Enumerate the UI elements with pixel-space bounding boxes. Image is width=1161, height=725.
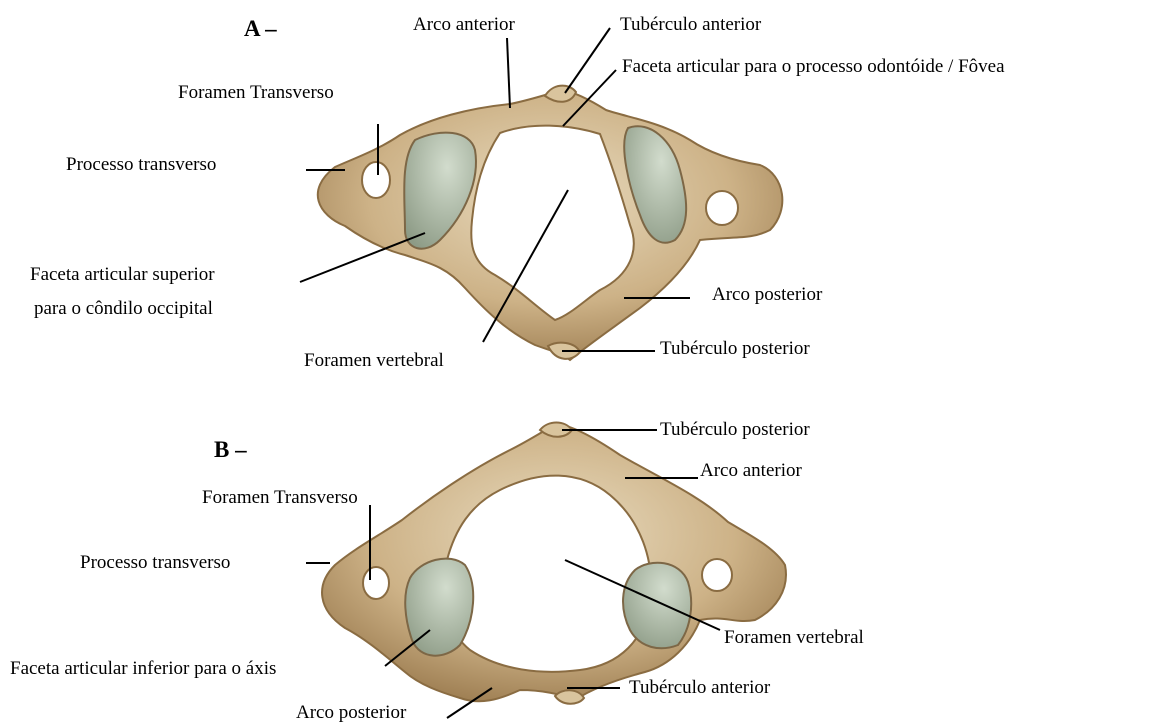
- anterior-tubercle-b: [555, 690, 584, 704]
- label-faceta-superior-1: Faceta articular superior: [30, 264, 215, 286]
- label-arco-posterior-b: Arco posterior: [296, 702, 406, 724]
- label-arco-posterior-a: Arco posterior: [712, 284, 822, 306]
- anterior-tubercle-a: [545, 86, 576, 102]
- foramen-transversum-right-b: [702, 559, 732, 591]
- panel-a-title: A –: [244, 16, 277, 42]
- leader-arco-anterior-a: [507, 38, 510, 108]
- leader-faceta-superior: [300, 233, 425, 282]
- label-faceta-odontoide: Faceta articular para o processo odontói…: [622, 56, 1005, 78]
- foramen-transversum-right-a: [706, 191, 738, 225]
- label-foramen-vertebral-a: Foramen vertebral: [304, 350, 444, 372]
- label-tuberculo-posterior-b: Tubérculo posterior: [660, 419, 810, 441]
- foramen-transversum-left-a: [362, 162, 390, 198]
- label-foramen-transverso-b: Foramen Transverso: [202, 487, 358, 509]
- label-processo-transverso-a: Processo transverso: [66, 154, 216, 176]
- inferior-facet-right: [623, 563, 691, 649]
- label-tuberculo-posterior-a: Tubérculo posterior: [660, 338, 810, 360]
- label-faceta-superior-2: para o côndilo occipital: [34, 298, 213, 320]
- label-foramen-transverso-a: Foramen Transverso: [178, 82, 334, 104]
- label-foramen-vertebral-b: Foramen vertebral: [724, 627, 864, 649]
- label-faceta-inferior: Faceta articular inferior para o áxis: [10, 658, 276, 680]
- label-arco-anterior-b: Arco anterior: [700, 460, 802, 482]
- label-tuberculo-anterior-a: Tubérculo anterior: [620, 14, 761, 36]
- label-tuberculo-anterior-b: Tubérculo anterior: [629, 677, 770, 699]
- label-arco-anterior-a: Arco anterior: [413, 14, 515, 36]
- label-processo-transverso-b: Processo transverso: [80, 552, 230, 574]
- panel-b-title: B –: [214, 437, 247, 463]
- foramen-transversum-left-b: [363, 567, 389, 599]
- atlas-a-bone: [318, 90, 783, 360]
